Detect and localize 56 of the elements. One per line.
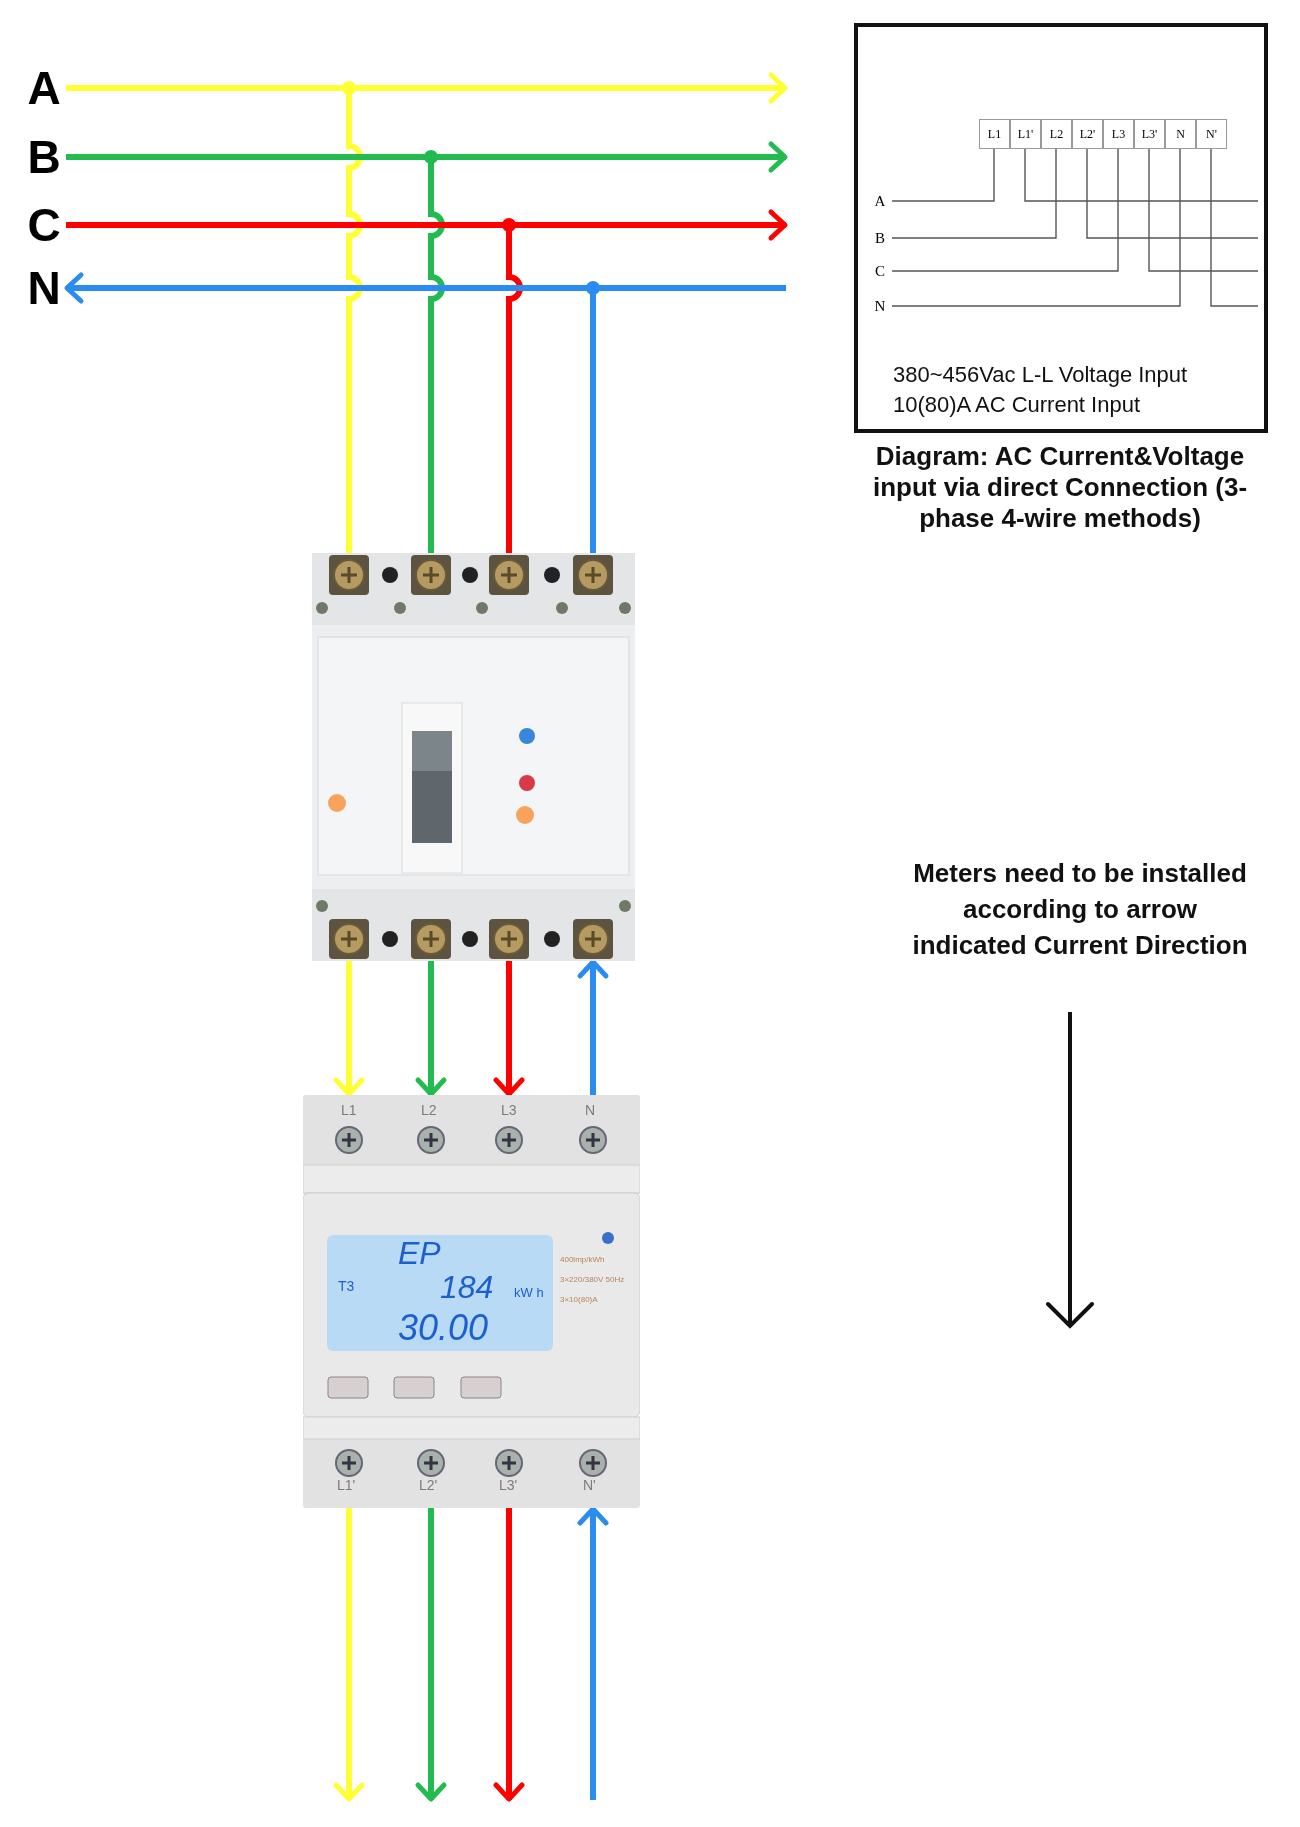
wiring-line xyxy=(1024,148,1259,202)
phase-label: C xyxy=(22,201,66,249)
wiring-line xyxy=(1148,148,1259,272)
energy-meter-drawing xyxy=(303,1095,640,1508)
instruction-note: Meters need to be installed according to arrow indicated Current Direction xyxy=(911,857,1249,962)
terminal-label: N' xyxy=(1196,119,1227,149)
terminal-label: L3' xyxy=(499,1478,518,1494)
wire xyxy=(64,272,786,304)
phase-label: N xyxy=(868,295,892,317)
display-reading: 184 xyxy=(440,1270,494,1306)
wire xyxy=(577,959,609,1095)
phase-label: N xyxy=(22,264,66,312)
terminal-label: L3' xyxy=(1134,119,1165,149)
terminal-label: L1 xyxy=(979,119,1010,149)
phase-label: A xyxy=(22,64,66,112)
display-reading: 30.00 xyxy=(398,1308,489,1348)
phase-label: C xyxy=(868,260,892,282)
terminal-label: L1' xyxy=(1010,119,1041,149)
rating-text: 10(80)A AC Current Input xyxy=(893,391,1141,419)
wire xyxy=(415,1508,447,1802)
phase-label: B xyxy=(868,227,892,249)
rating-text: 380~456Vac L-L Voltage Input xyxy=(893,361,1188,389)
wiring-line xyxy=(1210,148,1259,307)
wiring-line xyxy=(891,148,1119,272)
meter-rating-text: 400imp/kWh xyxy=(560,1256,605,1265)
terminal-label: L2 xyxy=(1041,119,1072,149)
wire xyxy=(493,1508,525,1802)
terminal-label: L2' xyxy=(1072,119,1103,149)
circuit-breaker-drawing xyxy=(312,553,635,961)
terminal-label: N xyxy=(585,1103,596,1119)
wiring-line xyxy=(891,148,1057,239)
wiring-line xyxy=(1086,148,1259,239)
terminal-label: L2' xyxy=(419,1478,438,1494)
terminal-label: L3 xyxy=(1103,119,1134,149)
wire xyxy=(333,961,365,1097)
terminal-label: N xyxy=(1165,119,1196,149)
display-indicator: T3 xyxy=(338,1279,355,1295)
terminal-label: L2 xyxy=(421,1103,437,1119)
wiring-line xyxy=(891,148,995,202)
wire xyxy=(415,961,447,1097)
terminal-label: N' xyxy=(583,1478,596,1494)
terminal-label: L3 xyxy=(501,1103,517,1119)
display-reading: EP xyxy=(398,1236,441,1272)
wire xyxy=(333,1508,365,1802)
meter-rating-text: 3×10(80)A xyxy=(560,1296,598,1305)
wire xyxy=(493,961,525,1097)
diagram-caption: Diagram: AC Current&Voltage input via direct Connection (3-phase 4-wire methods) xyxy=(871,441,1249,534)
wire xyxy=(577,1506,609,1800)
phase-label: A xyxy=(868,190,892,212)
wiring-line xyxy=(891,148,1181,307)
terminal-label: L1' xyxy=(337,1478,356,1494)
terminal-label: L1 xyxy=(341,1103,357,1119)
phase-label: B xyxy=(22,133,66,181)
display-unit: kW h xyxy=(514,1286,544,1301)
wiring-inset-panel xyxy=(854,23,1268,433)
meter-rating-text: 3×220/380V 50Hz xyxy=(560,1276,625,1285)
